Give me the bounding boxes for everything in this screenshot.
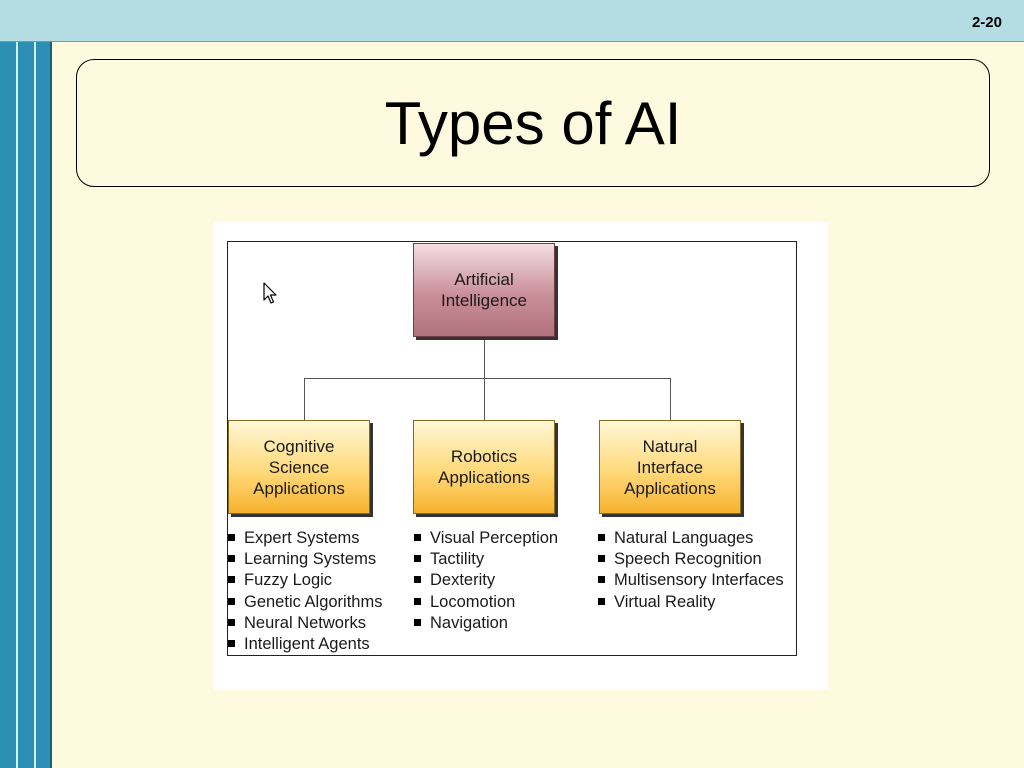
branch-node-label: Natural Interface Applications: [624, 436, 716, 498]
list-item: Intelligent Agents: [228, 634, 382, 655]
list-item: Locomotion: [414, 592, 558, 613]
root-node-label: Artificial Intelligence: [440, 270, 527, 310]
page-number: 2-20: [971, 14, 1002, 31]
branch-node-natural-interface: Natural Interface Applications: [599, 420, 741, 514]
natural-interface-list: Natural Languages Speech Recognition Mul…: [598, 528, 784, 613]
robotics-list: Visual Perception Tactility Dexterity Lo…: [414, 528, 558, 634]
connector-branch-left: [304, 378, 305, 420]
list-item: Visual Perception: [414, 528, 558, 549]
left-decorative-rail: [0, 42, 52, 768]
cognitive-science-list: Expert Systems Learning Systems Fuzzy Lo…: [228, 528, 382, 655]
list-item: Expert Systems: [228, 528, 382, 549]
connector-branch-right: [670, 378, 671, 420]
rail-stripe: [34, 42, 36, 768]
rail-stripe: [16, 42, 18, 768]
list-item: Multisensory Interfaces: [598, 570, 784, 591]
list-item: Speech Recognition: [598, 549, 784, 570]
connector-branch-middle: [484, 378, 485, 420]
branch-node-robotics: Robotics Applications: [413, 420, 555, 514]
list-item: Natural Languages: [598, 528, 784, 549]
connector-root-stem: [484, 337, 485, 379]
slide-title: Types of AI: [384, 89, 682, 157]
list-item: Fuzzy Logic: [228, 570, 382, 591]
root-node-artificial-intelligence: Artificial Intelligence: [413, 243, 555, 337]
mouse-pointer-icon: [263, 282, 277, 304]
branch-node-cognitive-science: Cognitive Science Applications: [228, 420, 370, 514]
list-item: Genetic Algorithms: [228, 592, 382, 613]
branch-node-label: Robotics Applications: [438, 447, 530, 487]
list-item: Neural Networks: [228, 613, 382, 634]
list-item: Dexterity: [414, 570, 558, 591]
list-item: Navigation: [414, 613, 558, 634]
title-box: Types of AI: [76, 59, 990, 187]
slide-header-bar: 2-20: [0, 0, 1024, 42]
branch-node-label: Cognitive Science Applications: [253, 436, 345, 498]
list-item: Tactility: [414, 549, 558, 570]
list-item: Learning Systems: [228, 549, 382, 570]
connector-horizontal: [304, 378, 671, 379]
list-item: Virtual Reality: [598, 592, 784, 613]
